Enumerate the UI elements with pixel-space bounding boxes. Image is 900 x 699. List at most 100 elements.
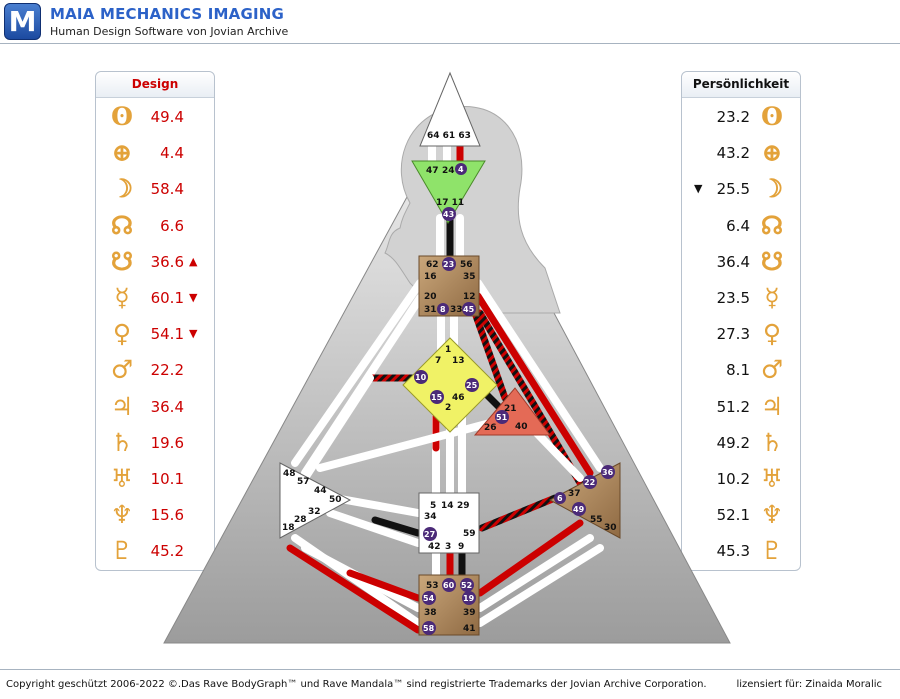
personality-value: 51.2: [716, 397, 750, 416]
design-value: 58.4: [150, 180, 184, 199]
svg-text:4: 4: [458, 165, 464, 174]
svg-text:51: 51: [496, 413, 508, 422]
design-row-pluto: ♇45.2: [96, 533, 214, 569]
venus-icon: ♀: [762, 319, 782, 349]
g-center: [402, 337, 498, 433]
personality-row-south-node: ☋36.4: [682, 244, 800, 280]
personality-value: 23.5: [716, 289, 750, 307]
svg-text:32: 32: [308, 507, 321, 517]
design-row-mercury: ☿ 60.1 ▼: [96, 280, 214, 316]
app-logo: M: [4, 3, 41, 40]
svg-text:20: 20: [424, 292, 437, 302]
sacral-center: [418, 492, 480, 554]
svg-text:16: 16: [424, 272, 437, 282]
personality-row-uranus: ♅10.2: [682, 461, 800, 497]
south-node-icon: ☋: [760, 246, 784, 276]
design-row-south-node: ☋36.6▲: [96, 244, 214, 280]
personality-value: 23.2: [716, 108, 750, 126]
personality-row-earth: ⊕ 43.2: [682, 135, 800, 171]
svg-text:55: 55: [590, 515, 603, 525]
svg-text:9: 9: [458, 542, 464, 552]
gate-51-marker: [495, 410, 509, 424]
app-title: MAIA MECHANICS IMAGING: [50, 5, 285, 23]
saturn-icon: ♄: [110, 427, 134, 457]
footer: Copyright geschützt 2006-2022 ©.Das Rave…: [0, 669, 900, 699]
personality-row-mercury: ☿23.5: [682, 280, 800, 316]
svg-text:46: 46: [452, 393, 465, 403]
svg-text:52: 52: [461, 581, 472, 590]
design-panel-title: Design: [96, 72, 214, 98]
personality-value: 6.4: [726, 216, 750, 235]
svg-text:50: 50: [329, 495, 342, 505]
svg-text:1: 1: [445, 345, 451, 355]
personality-row-mars: ♂ 8.1: [682, 352, 800, 388]
personality-value: 25.5: [716, 180, 750, 199]
earth-icon: ⊕: [761, 138, 783, 168]
svg-text:47: 47: [426, 166, 439, 176]
fixation-arrow-icon: ▼: [189, 327, 198, 341]
svg-text:7: 7: [435, 356, 441, 366]
svg-text:6: 6: [557, 494, 563, 503]
svg-text:10: 10: [415, 373, 427, 382]
design-row-earth: ⊕4.4: [96, 135, 214, 171]
head-center: [419, 71, 481, 147]
personality-row-neptune: ♆52.1: [682, 497, 800, 533]
gate-54-marker: [422, 591, 436, 605]
svg-text:49: 49: [573, 505, 585, 514]
svg-text:40: 40: [515, 422, 528, 432]
design-value: 10.1: [150, 470, 184, 488]
mars-icon: ♂: [760, 355, 784, 385]
mars-icon: ♂: [110, 355, 134, 385]
neptune-icon: ♆: [760, 500, 784, 530]
gate-6-marker: [554, 492, 566, 504]
svg-text:5: 5: [430, 501, 436, 511]
design-row-neptune: ♆15.6: [96, 497, 214, 533]
personality-value: 8.1: [726, 361, 750, 380]
design-value: 6.6: [160, 216, 184, 235]
sun-icon: ʘ: [111, 102, 133, 131]
design-row-jupiter: ♃36.4: [96, 389, 214, 425]
personality-value: 43.2: [716, 144, 750, 163]
svg-text:42: 42: [428, 542, 441, 552]
svg-text:54: 54: [423, 594, 435, 603]
north-node-icon: ☊: [110, 210, 134, 240]
personality-panel-title: Persönlichkeit: [682, 72, 800, 98]
app-header: M MAIA MECHANICS IMAGING Human Design So…: [0, 0, 900, 44]
personality-value: 27.3: [716, 325, 750, 344]
gate-22-marker: [583, 475, 597, 489]
gate-60-marker: [442, 578, 456, 592]
app-subtitle: Human Design Software von Jovian Archive: [50, 25, 289, 38]
pluto-icon: ♇: [760, 536, 784, 566]
gate-19-marker: [462, 591, 476, 605]
svg-text:22: 22: [584, 478, 595, 487]
head-gates: 64 61 63: [427, 131, 471, 141]
ajna-center: [411, 160, 486, 224]
svg-text:25: 25: [466, 381, 478, 390]
svg-text:24: 24: [442, 166, 455, 176]
svg-text:3: 3: [445, 542, 451, 552]
mercury-icon: ☿: [114, 283, 130, 312]
gate-43-marker: [442, 207, 456, 221]
design-row-uranus: ♅ 10.1: [96, 461, 214, 497]
personality-value: 45.3: [716, 542, 750, 561]
svg-text:27: 27: [424, 530, 435, 539]
gate-23-marker: [442, 257, 456, 271]
personality-row-saturn: ♄49.2: [682, 425, 800, 461]
fixation-arrow-icon: ▲: [189, 254, 198, 268]
license-text: lizensiert für: Zinaida Moralic: [736, 679, 882, 690]
gate-52-marker: [460, 578, 474, 592]
sun-icon: ʘ: [761, 102, 783, 131]
svg-text:14: 14: [441, 501, 454, 511]
svg-text:19: 19: [463, 594, 475, 603]
gate-15-marker: [430, 390, 444, 404]
fixation-arrow-icon: ▼: [189, 291, 198, 304]
spleen-center: [279, 462, 352, 539]
design-value: 60.1: [150, 289, 184, 307]
gate-58-marker: [422, 621, 436, 635]
svg-text:18: 18: [282, 523, 295, 533]
uranus-icon: ♅: [110, 464, 134, 493]
design-value: 15.6: [150, 506, 184, 525]
svg-text:12: 12: [463, 292, 476, 302]
